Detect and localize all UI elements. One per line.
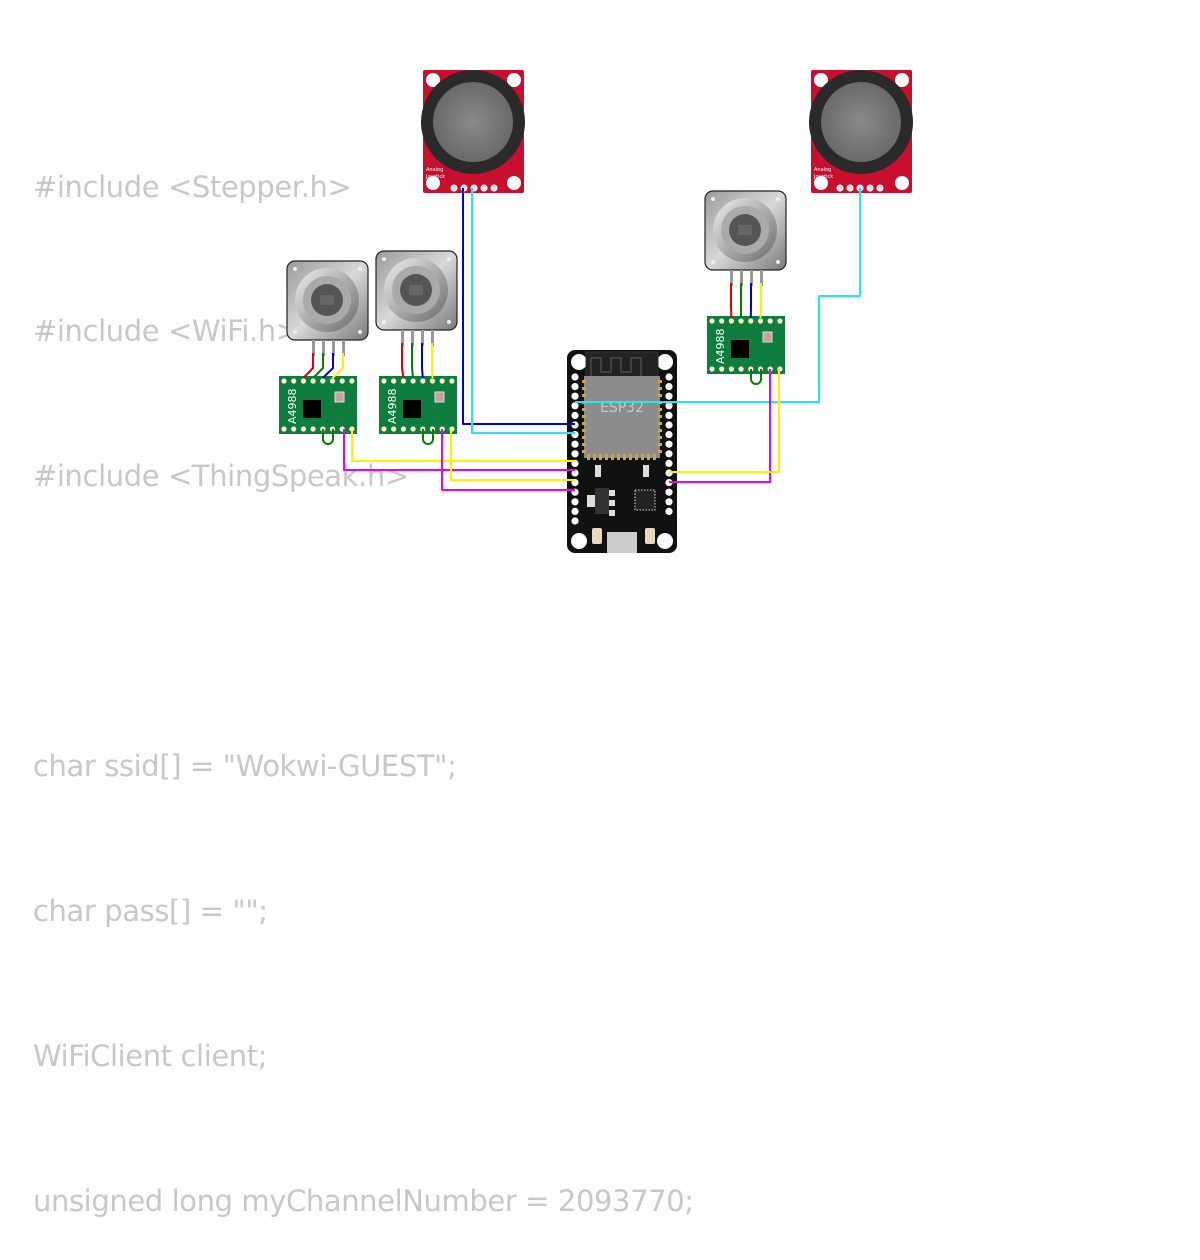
boot-button[interactable]: [592, 528, 602, 544]
esp32-pin-d21[interactable]: [665, 412, 672, 419]
stepper-wire[interactable]: [412, 343, 413, 378]
code-line: char pass[] = "";: [33, 887, 1141, 935]
esp32-board[interactable]: ESP32: [567, 350, 677, 553]
esp32-pin-3v3[interactable]: [665, 508, 672, 515]
a4988-driver-2[interactable]: A4988: [379, 376, 457, 434]
esp32-pin-d13[interactable]: [571, 498, 578, 505]
esp32-pin-gnd[interactable]: [571, 508, 578, 515]
stepper-wire[interactable]: [303, 353, 313, 378]
esp32-pin-d34[interactable]: [571, 412, 578, 419]
svg-text:Joystick: Joystick: [425, 174, 445, 180]
code-line: char ssid[] = "Wokwi-GUEST";: [33, 742, 1141, 790]
svg-text:Joystick: Joystick: [813, 174, 833, 180]
esp32-pin-3v3[interactable]: [571, 373, 578, 380]
reset-button[interactable]: [645, 528, 655, 544]
wire-driver1-step[interactable]: [344, 429, 575, 470]
esp32-pin-tx0[interactable]: [665, 393, 672, 400]
stepper-wire[interactable]: [432, 343, 433, 378]
esp32-pin-d15[interactable]: [665, 489, 672, 496]
esp32-pin-d25[interactable]: [571, 450, 578, 457]
esp32-pin-d5[interactable]: [665, 441, 672, 448]
esp32-pin-d33[interactable]: [571, 441, 578, 448]
wire-driver3-step[interactable]: [669, 369, 770, 482]
stepper-wire[interactable]: [333, 353, 344, 378]
stepper-motor-1[interactable]: [287, 261, 368, 356]
wire-joystick1-horz[interactable]: [472, 188, 575, 433]
wire-driver3-dir[interactable]: [669, 369, 779, 472]
usb-port: [607, 532, 637, 553]
esp32-pin-rx0[interactable]: [665, 402, 672, 409]
esp32-pin-gnd[interactable]: [665, 498, 672, 505]
driver-label: A4988: [714, 328, 727, 364]
esp32-pin-d23[interactable]: [665, 373, 672, 380]
a4988-driver-3[interactable]: A4988: [707, 316, 785, 374]
driver-label: A4988: [386, 388, 399, 424]
esp32-pin-vp[interactable]: [571, 393, 578, 400]
esp32-pin-vin[interactable]: [571, 517, 578, 524]
esp32-pin-d22[interactable]: [665, 383, 672, 390]
driver-label: A4988: [286, 388, 299, 424]
stepper-motor-2[interactable]: [376, 251, 457, 346]
esp32-pin-d18[interactable]: [665, 431, 672, 438]
joystick-2[interactable]: Analog Joystick: [809, 70, 913, 193]
esp32-pin-vn[interactable]: [571, 402, 578, 409]
esp32-module: [584, 376, 660, 458]
wire-driver2-dir[interactable]: [451, 429, 575, 480]
joystick-label: Analog: [426, 167, 443, 173]
svg-text:Analog: Analog: [814, 167, 831, 173]
a4988-driver-1[interactable]: A4988: [279, 376, 357, 434]
esp32-pin-d19[interactable]: [665, 421, 672, 428]
esp32-pin-rx2[interactable]: [665, 460, 672, 467]
joystick-1[interactable]: Analog Joystick: [421, 70, 525, 193]
esp32-pin-tx2[interactable]: [665, 450, 672, 457]
stepper-wire[interactable]: [422, 343, 423, 378]
stepper-motor-3[interactable]: [705, 191, 786, 286]
code-line: unsigned long myChannelNumber = 2093770;: [33, 1177, 1141, 1225]
wire-joystick1-vert[interactable]: [463, 188, 575, 424]
stepper-wire[interactable]: [323, 353, 333, 378]
stepper-wire[interactable]: [402, 343, 403, 378]
esp32-pin-en[interactable]: [571, 383, 578, 390]
stepper-wire[interactable]: [313, 353, 323, 378]
stepper-wire[interactable]: [761, 283, 762, 318]
code-line: WiFiClient client;: [33, 1032, 1141, 1080]
